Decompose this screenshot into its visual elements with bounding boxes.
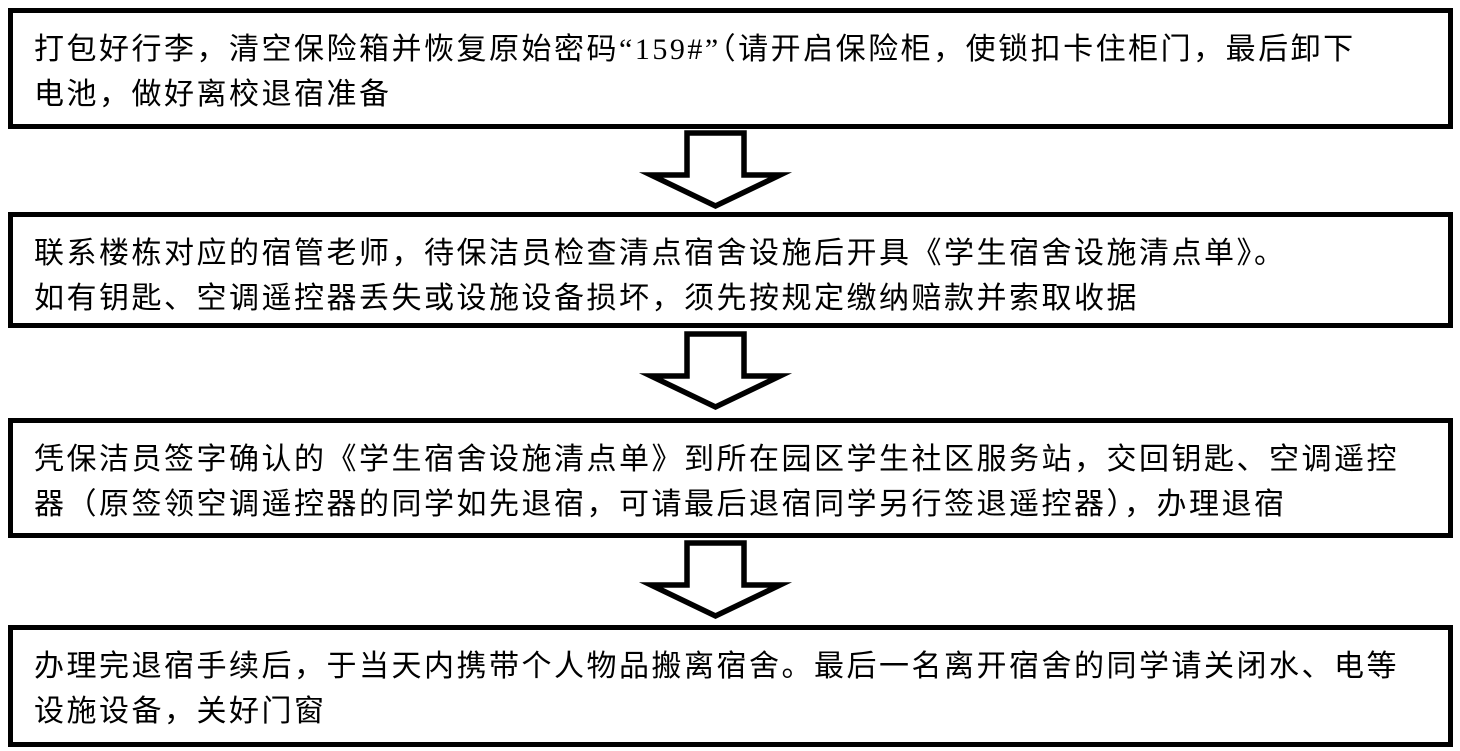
down-arrow-shape [638,130,793,210]
down-arrow-icon [638,540,793,620]
down-arrow-shape [638,331,793,411]
flow-step-3-line-1: 凭保洁员签字确认的《学生宿舍设施清点单》到所在园区学生社区服务站，交回钥匙、空调… [34,443,1399,476]
flow-step-3-line-2: 器（原签领空调遥控器的同学如先退宿，可请最后退宿同学另行签退遥控器），办理退宿 [34,488,1287,521]
down-arrow-icon [638,331,793,411]
flow-step-4-box: 办理完退宿手续后，于当天内携带个人物品搬离宿舍。最后一名离开宿舍的同学请关闭水、… [8,625,1453,747]
flow-step-3-box: 凭保洁员签字确认的《学生宿舍设施清点单》到所在园区学生社区服务站，交回钥匙、空调… [8,418,1453,538]
down-arrow-icon [638,130,793,210]
flow-step-4-line-1: 办理完退宿手续后，于当天内携带个人物品搬离宿舍。最后一名离开宿舍的同学请关闭水、… [34,650,1399,683]
flow-step-2-line-2: 如有钥匙、空调遥控器丢失或设施设备损坏，须先按规定缴纳赔款并索取收据 [34,282,1139,315]
flow-step-2-box: 联系楼栋对应的宿管老师，待保洁员检查清点宿舍设施后开具《学生宿舍设施清点单》。 … [8,212,1453,328]
flow-step-1-line-1: 打包好行李，清空保险箱并恢复原始密码“159#”（请开启保险柜，使锁扣卡住柜门，… [34,33,1356,66]
flow-step-1-box: 打包好行李，清空保险箱并恢复原始密码“159#”（请开启保险柜，使锁扣卡住柜门，… [8,8,1453,129]
down-arrow-shape [638,540,793,620]
flow-step-2-line-1: 联系楼栋对应的宿管老师，待保洁员检查清点宿舍设施后开具《学生宿舍设施清点单》。 [34,237,1287,270]
flow-step-4-line-2: 设施设备，关好门窗 [34,695,327,728]
flow-step-1-line-2: 电池，做好离校退宿准备 [34,78,392,111]
